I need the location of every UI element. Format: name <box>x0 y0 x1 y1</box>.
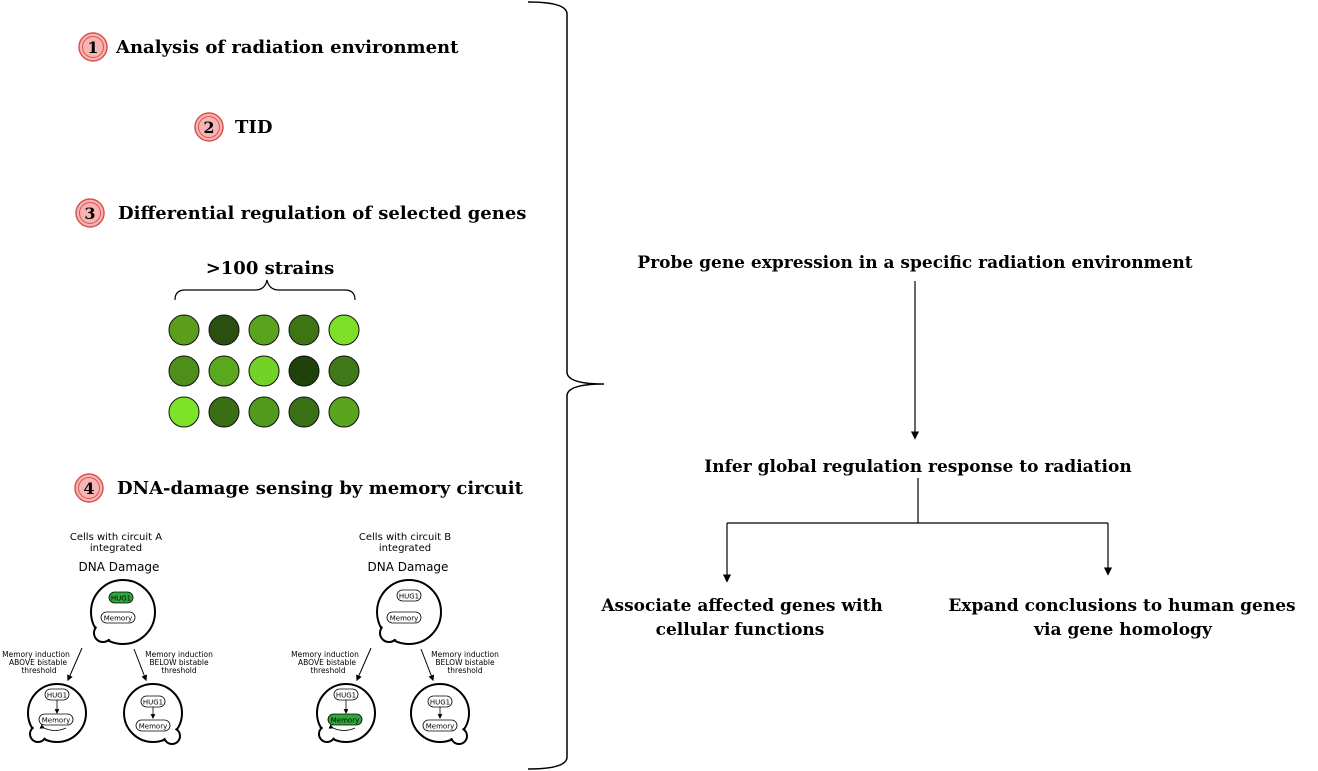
circuit-a-title-2: integrated <box>90 543 142 554</box>
circuit-b-title-2: integrated <box>379 543 431 554</box>
circuit-b-memory-label: Memory <box>390 615 418 623</box>
step-4-label: DNA-damage sensing by memory circuit <box>117 478 524 499</box>
strain-well <box>168 396 200 428</box>
circuit-b-arrow-left <box>356 647 372 682</box>
circuit-a-above-memory: Memory <box>42 717 70 725</box>
step-4: 4 DNA-damage sensing by memory circuit <box>74 473 524 503</box>
step-2-number: 2 <box>203 118 214 137</box>
grouping-brace <box>527 1 605 770</box>
strain-well <box>248 396 280 428</box>
flow-infer: Infer global regulation response to radi… <box>704 457 1131 477</box>
circuit-b-damage-label: DNA Damage <box>368 560 449 574</box>
circuit-b-above-1: Memory induction <box>291 650 359 659</box>
step-1: 1 Analysis of radiation environment <box>78 32 459 62</box>
circuit-a-memory <box>100 611 136 624</box>
circuit-a: Cells with circuit A integrated DNA Dama… <box>2 532 213 745</box>
circuit-a-gene-label: HUG1 <box>111 595 131 603</box>
circuit-a-damage-label: DNA Damage <box>79 560 160 574</box>
circuit-a-title-1: Cells with circuit A <box>70 532 162 543</box>
circuit-b-gene-label: HUG1 <box>399 593 419 601</box>
circuit-a-arrow-left <box>67 647 83 682</box>
strain-well <box>248 355 280 387</box>
strain-well <box>248 314 280 346</box>
step-1-number: 1 <box>87 38 98 57</box>
circuit-b-below-3: threshold <box>447 666 483 675</box>
circuit-a-gene-on <box>108 591 134 604</box>
step-2: 2 TID <box>194 112 272 142</box>
circuit-a-arrow-right <box>133 648 148 682</box>
flow-associate-1: Associate affected genes with <box>600 596 882 616</box>
flow-associate-2: cellular functions <box>656 620 825 640</box>
strain-well <box>328 355 360 387</box>
circuit-b-title-1: Cells with circuit B <box>359 532 451 543</box>
step-3-badge <box>75 198 105 228</box>
circuit-b-below-memory: Memory <box>426 723 454 731</box>
flow-probe: Probe gene expression in a specific radi… <box>637 253 1192 273</box>
step-1-label: Analysis of radiation environment <box>115 37 459 58</box>
circuit-b-above-gene: HUG1 <box>336 692 356 700</box>
circuit-b-above-memory: Memory <box>331 717 359 725</box>
circuit-a-above-1: Memory induction <box>2 650 70 659</box>
step-3-number: 3 <box>84 204 95 223</box>
strains-label: >100 strains <box>206 258 335 279</box>
strain-well <box>208 314 240 346</box>
strain-well <box>328 314 360 346</box>
strains-brace <box>174 279 356 301</box>
circuit-b-above-3: threshold <box>310 666 346 675</box>
strain-well <box>208 355 240 387</box>
circuit-a-above-gene: HUG1 <box>47 692 67 700</box>
circuit-b-gene-off <box>396 589 422 602</box>
strain-well-grid <box>168 314 360 428</box>
flow-expand-1: Expand conclusions to human genes <box>948 596 1295 616</box>
circuit-b-arrow-right <box>420 648 435 682</box>
circuit-a-above-3: threshold <box>21 666 57 675</box>
step-2-label: TID <box>235 117 272 138</box>
strain-well <box>168 355 200 387</box>
circuit-a-below-1: Memory induction <box>145 650 213 659</box>
circuit-a-memory-label: Memory <box>104 615 132 623</box>
circuit-b: Cells with circuit B integrated DNA Dama… <box>291 532 499 745</box>
step-4-number: 4 <box>83 479 94 498</box>
circuit-a-below-memory: Memory <box>139 723 167 731</box>
strain-well <box>288 396 320 428</box>
step-1-badge <box>78 32 108 62</box>
circuit-b-above-2: ABOVE bistable <box>298 658 356 667</box>
circuit-b-below-gene: HUG1 <box>430 699 450 707</box>
circuit-b-memory-on <box>327 713 363 726</box>
strain-well <box>288 314 320 346</box>
circuit-b-memory <box>386 611 422 624</box>
strain-well <box>328 396 360 428</box>
step-4-badge <box>74 473 104 503</box>
circuit-a-below-gene: HUG1 <box>143 699 163 707</box>
flow-expand-2: via gene homology <box>1033 620 1213 640</box>
circuit-a-below-3: threshold <box>161 666 197 675</box>
strain-well <box>288 355 320 387</box>
circuit-b-below-2: BELOW bistable <box>435 658 495 667</box>
strain-well <box>168 314 200 346</box>
step-3-label: Differential regulation of selected gene… <box>118 203 526 224</box>
step-3: 3 Differential regulation of selected ge… <box>75 198 526 228</box>
circuit-b-below-1: Memory induction <box>431 650 499 659</box>
circuit-a-above-2: ABOVE bistable <box>9 658 67 667</box>
step-2-badge <box>194 112 224 142</box>
strain-well <box>208 396 240 428</box>
circuit-a-below-2: BELOW bistable <box>149 658 209 667</box>
